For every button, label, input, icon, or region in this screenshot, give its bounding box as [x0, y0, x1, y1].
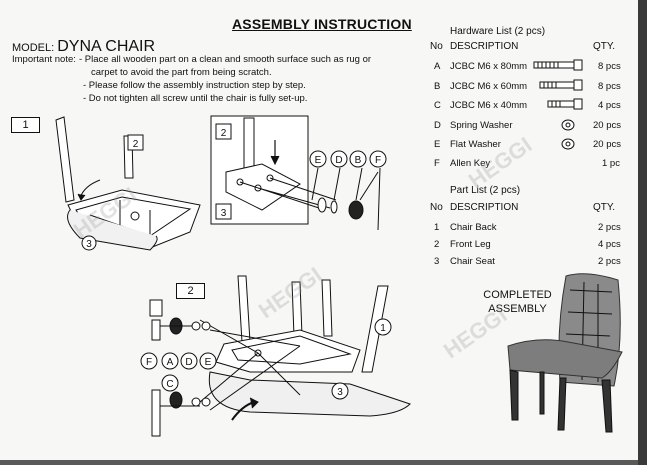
flat-washer-icon — [561, 138, 575, 150]
step-1-label: 1 — [11, 117, 40, 133]
hardware-callout: E — [205, 357, 212, 368]
part-qty: 4 pcs — [598, 239, 621, 250]
scan-edge — [638, 0, 647, 465]
callout-label: 3 — [221, 208, 227, 219]
step1-callout-box — [127, 134, 144, 151]
step2-chair-drawing — [199, 275, 411, 421]
step1-hardware-drawing — [311, 167, 381, 231]
step1-hw-circle — [349, 150, 367, 168]
hardware-list-title: Hardware List (2 pcs) — [450, 26, 546, 37]
hardware-col-no: No — [430, 41, 443, 52]
callout-label: 2 — [221, 128, 227, 139]
hardware-no: A — [434, 61, 441, 72]
hardware-callout: F — [375, 155, 381, 166]
note-line-3: - Please follow the assembly instruction… — [83, 80, 306, 91]
hardware-description: JCBC M6 x 80mm — [450, 61, 528, 72]
important-note-label: Important note: — [12, 54, 76, 65]
part-qty: 2 pcs — [598, 222, 621, 233]
part-col-no: No — [430, 202, 443, 213]
hardware-description: Flat Washer — [450, 139, 501, 150]
step2-bolts-drawing — [149, 299, 211, 437]
step2-hw-circle — [140, 352, 158, 370]
spring-washer-icon — [561, 119, 575, 131]
note-line-2: carpet to avoid the part from being scra… — [91, 67, 272, 78]
step1-detail-drawing — [225, 117, 337, 211]
step2-hw-circle — [161, 352, 179, 370]
callout-label: 2 — [133, 139, 139, 150]
instruction-sheet: ASSEMBLY INSTRUCTION MODEL: DYNA CHAIR I… — [0, 0, 638, 460]
hardware-no: B — [434, 81, 441, 92]
hardware-no: E — [434, 139, 441, 150]
note-line-4: - Do not tighten all screw until the cha… — [83, 93, 308, 104]
hardware-qty: 8 pcs — [598, 61, 621, 72]
hardware-qty: 20 pcs — [593, 139, 621, 150]
bolt-long-icon — [533, 59, 583, 71]
step1-callout-circle — [81, 235, 97, 251]
hardware-no: F — [434, 158, 440, 169]
hardware-description: Allen Key — [450, 158, 491, 169]
hardware-callout: D — [335, 155, 342, 166]
part-qty: 2 pcs — [598, 256, 621, 267]
completed-chair-drawing — [507, 273, 623, 433]
part-no: 1 — [434, 222, 440, 233]
hardware-description: JCBC M6 x 60mm — [450, 81, 528, 92]
hardware-callout: D — [185, 357, 192, 368]
part-description: Front Leg — [450, 239, 491, 250]
part-no: 3 — [434, 256, 440, 267]
step-2-label: 2 — [176, 283, 205, 299]
step2-callout-circle — [374, 318, 392, 336]
model-name: DYNA CHAIR — [57, 38, 156, 55]
hardware-description: JCBC M6 x 40mm — [450, 100, 528, 111]
model-label: MODEL: — [12, 42, 55, 54]
step2-hw-circle — [199, 352, 217, 370]
step2-callout-circle — [331, 382, 349, 400]
model-line: MODEL: DYNA CHAIR — [12, 38, 155, 56]
hardware-callout: C — [166, 379, 173, 390]
part-col-qty: QTY. — [593, 202, 616, 213]
hardware-description: Spring Washer — [450, 120, 513, 131]
hardware-callout: F — [146, 357, 152, 368]
completed-line-1: COMPLETED — [483, 289, 552, 301]
completed-assembly-caption: COMPLETED ASSEMBLY — [470, 288, 565, 316]
step1-detail-callout-box-2 — [215, 203, 232, 220]
callout-label: 3 — [337, 387, 343, 398]
hardware-callout: A — [167, 357, 174, 368]
bolt-short-icon — [547, 98, 583, 110]
hardware-qty: 4 pcs — [598, 100, 621, 111]
callout-label: 3 — [86, 239, 92, 250]
step2-hw-circle — [180, 352, 198, 370]
completed-line-2: ASSEMBLY — [488, 303, 547, 315]
bolt-medium-icon — [539, 79, 583, 91]
part-description: Chair Back — [450, 222, 497, 233]
step1-hw-circle — [369, 150, 387, 168]
hardware-no: D — [434, 120, 441, 131]
hardware-col-qty: QTY. — [593, 41, 616, 52]
part-list-title: Part List (2 pcs) — [450, 185, 521, 196]
assembly-drawings: 2 3 2 3 E D B F 1 3 F A D E C — [55, 59, 623, 437]
step1-hw-circle — [330, 150, 348, 168]
part-col-description: DESCRIPTION — [450, 202, 519, 213]
part-no: 2 — [434, 239, 440, 250]
hardware-qty: 1 pc — [602, 158, 620, 169]
step1-hw-circle — [309, 150, 327, 168]
step2-hw-circle — [161, 374, 179, 392]
note-line-1: - Place all wooden part on a clean and s… — [79, 54, 372, 65]
step1-seat-frame — [67, 189, 201, 251]
hardware-callout: B — [355, 155, 362, 166]
hardware-col-description: DESCRIPTION — [450, 41, 519, 52]
hardware-qty: 20 pcs — [593, 120, 621, 131]
callout-label: 1 — [380, 323, 386, 334]
hardware-callout: E — [315, 155, 322, 166]
hardware-qty: 8 pcs — [598, 81, 621, 92]
step1-detail-callout-box — [215, 123, 232, 140]
hardware-no: C — [434, 100, 441, 111]
document-title: ASSEMBLY INSTRUCTION — [232, 16, 412, 32]
part-description: Chair Seat — [450, 256, 495, 267]
